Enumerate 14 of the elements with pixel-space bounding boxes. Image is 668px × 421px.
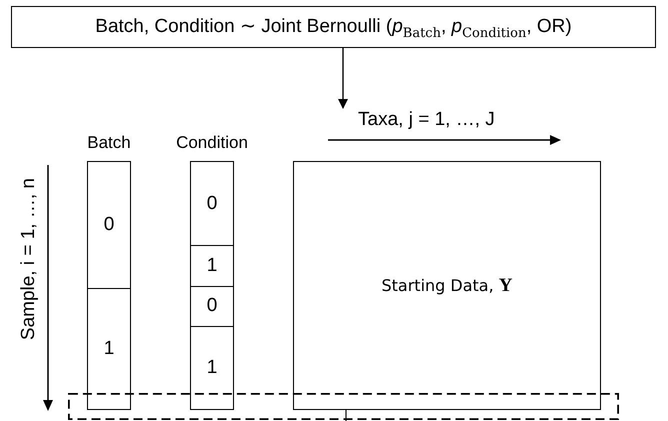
value-cell: 0 <box>191 162 233 246</box>
dashed-outline <box>68 393 619 420</box>
axis-label: Taxa, j = 1, …, J <box>338 108 528 132</box>
value-cell: 0 <box>88 162 130 289</box>
value-cell: 1 <box>88 288 130 409</box>
value-cell: 0 <box>191 286 233 327</box>
axis-label: Sample, i = 1, …, n <box>18 178 40 340</box>
arrow <box>338 48 348 109</box>
column-heading: Condition <box>176 132 248 154</box>
value-cell: 1 <box>191 326 233 409</box>
data-matrix: Starting Data, Y <box>293 161 601 410</box>
column-heading: Batch <box>87 132 131 154</box>
value-cell: 1 <box>191 246 233 287</box>
formula-box: Batch, Condition ∼ Joint Bernoulli (p$_{Batch}$, p$_{Condition}$, OR) <box>11 6 656 48</box>
